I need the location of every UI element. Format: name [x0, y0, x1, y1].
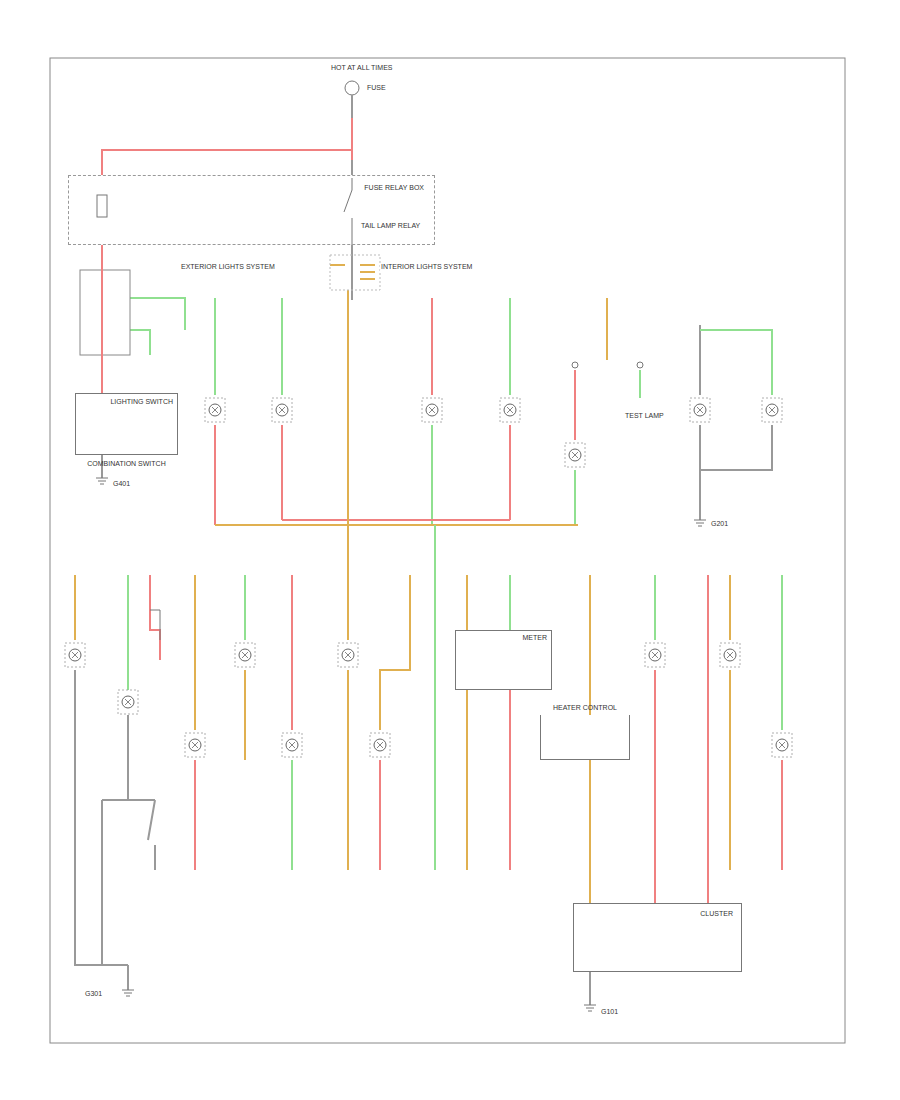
component-heading: COMBINATION SWITCH: [76, 460, 177, 468]
part-label: EXTERIOR LIGHTS SYSTEM: [180, 263, 276, 271]
part-label: TEST LAMP: [624, 412, 665, 420]
component-name: HEATER CONTROL: [541, 704, 629, 712]
bracket: [150, 610, 160, 640]
wire: [101, 245, 103, 393]
component-name: CLUSTER: [582, 910, 733, 918]
part-label: HOT AT ALL TIMES: [330, 64, 393, 72]
connector: [330, 255, 380, 290]
wires: [75, 95, 782, 1005]
component-box: CLUSTER: [573, 903, 742, 972]
part-label: TAIL LAMP RELAY: [360, 222, 421, 230]
component-name: FUSE RELAY BOX: [79, 184, 424, 192]
part-label: FUSE: [366, 84, 387, 92]
component-box: HEATER CONTROL: [540, 715, 630, 760]
test-lamp-terminal: [637, 362, 643, 368]
part-label: G401: [112, 480, 131, 488]
component-name: METER: [460, 634, 547, 642]
part-label: INTERIOR LIGHTS SYSTEM: [380, 263, 473, 271]
ground-symbol: [96, 478, 706, 1011]
part-label: G301: [84, 990, 103, 998]
relay-coil: [97, 195, 107, 217]
part-label: G201: [710, 520, 729, 528]
component-box: LIGHTING SWITCHCOMBINATION SWITCH: [75, 393, 178, 455]
component-name: LIGHTING SWITCH: [80, 398, 173, 406]
component-box: METER: [455, 630, 552, 690]
part-label: G101: [600, 1008, 619, 1016]
fuse-symbol: [345, 81, 359, 95]
terminal: [572, 362, 578, 368]
connector: [80, 270, 130, 355]
frame: [50, 58, 845, 1043]
relay-switch: [344, 178, 352, 245]
component-box: FUSE RELAY BOX: [68, 175, 435, 245]
lamp-symbol: [65, 398, 792, 757]
